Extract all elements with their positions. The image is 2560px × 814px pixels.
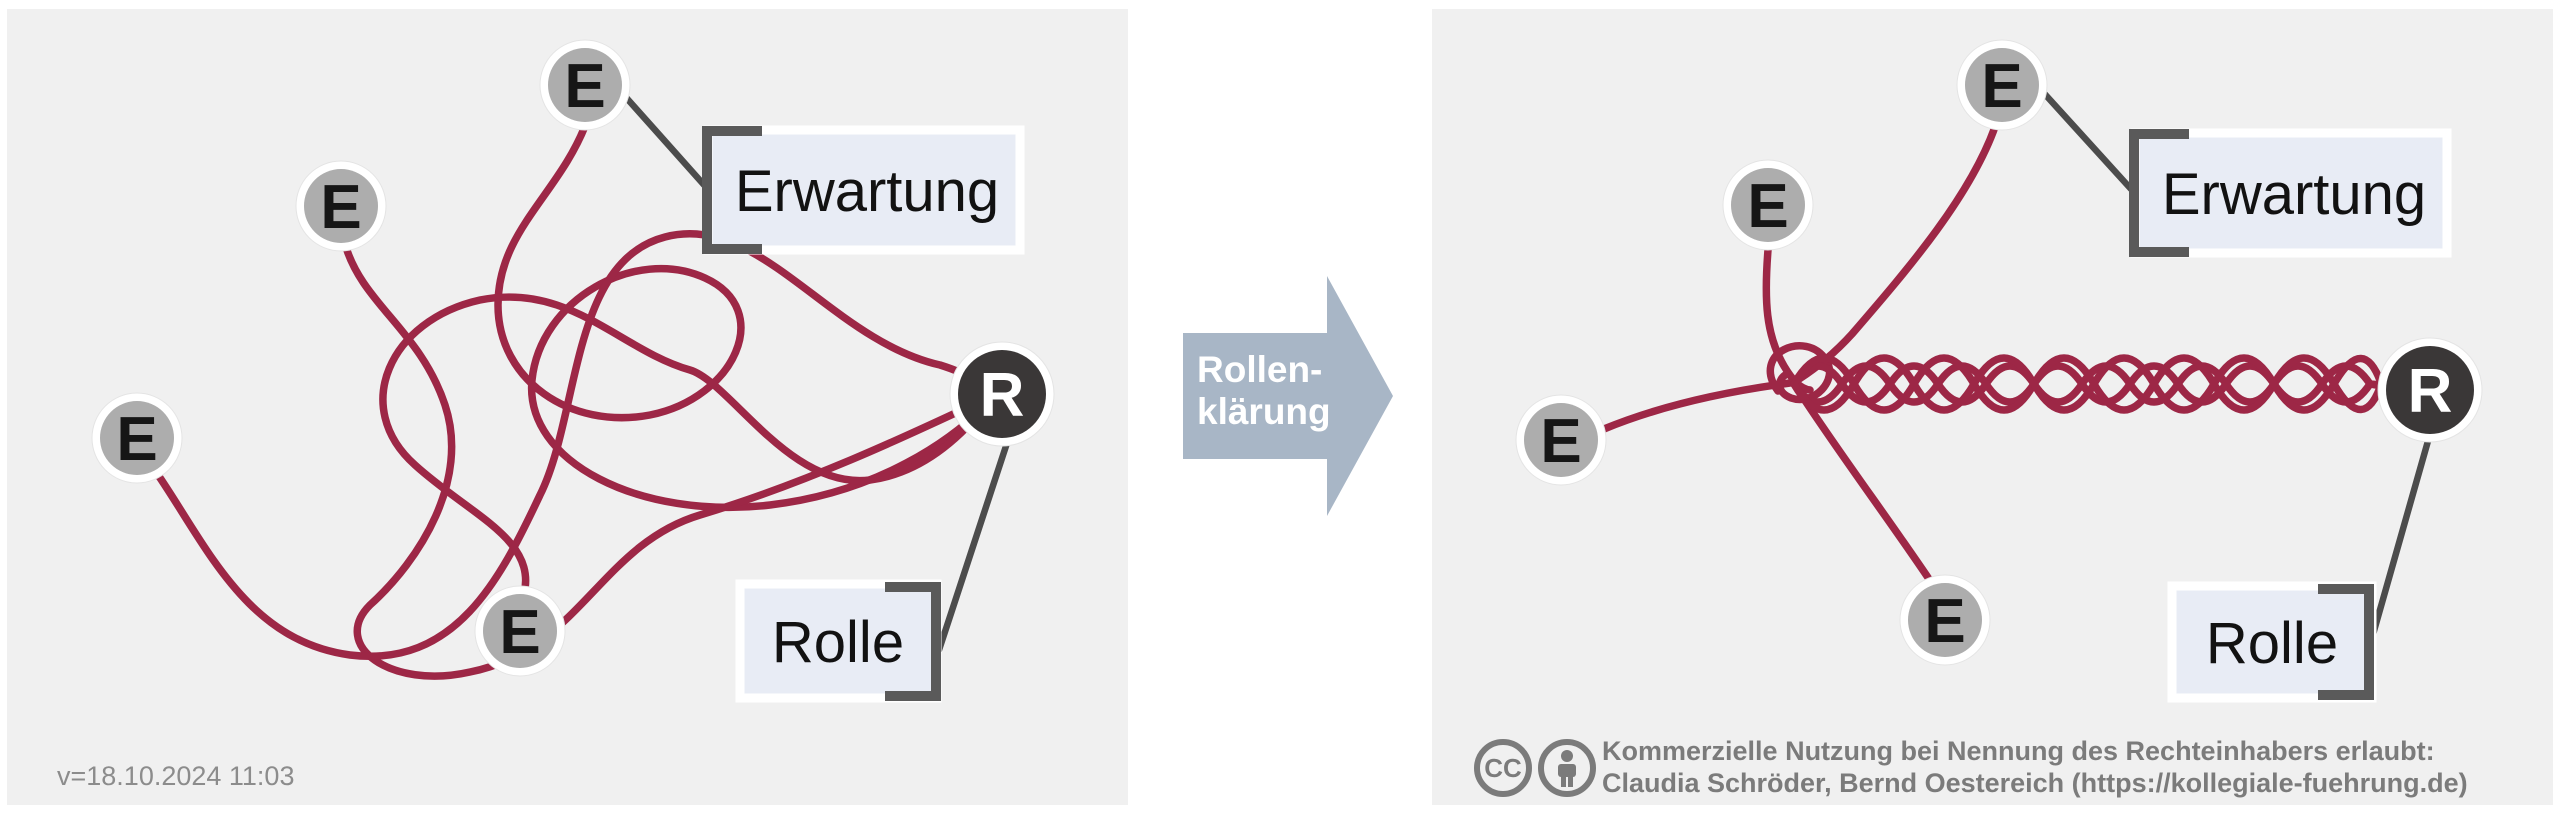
expectation-line — [341, 240, 983, 680]
clarified-panel: Erwartung Rolle E E E — [1432, 9, 2553, 805]
expectation-node: E — [1956, 39, 2048, 131]
cc-circle-icon: CC — [1474, 739, 1532, 797]
node-circle — [2386, 346, 2474, 434]
arrow-label-line1: Rollen- — [1197, 349, 1322, 390]
role-label: Rolle — [2206, 611, 2338, 676]
expectation-node: E — [1899, 574, 1991, 666]
expectation-label-bracket — [2129, 129, 2189, 257]
expectation-label-box — [2130, 128, 2452, 258]
callout-connector — [2038, 87, 2135, 193]
transition-arrow-svg: Rollen- klärung — [1183, 276, 1393, 516]
role-label-bracket — [2318, 584, 2374, 700]
callout-connector — [2364, 437, 2432, 656]
expectation-label: Erwartung — [735, 159, 999, 224]
expectation-line — [379, 293, 988, 598]
expectation-label: Erwartung — [2162, 162, 2426, 227]
node-letter: E — [564, 52, 605, 121]
license-strip: CC Kommerzielle Nutzung bei Nennung des … — [1474, 736, 2468, 798]
arrow-shape — [1183, 276, 1393, 516]
node-circle — [958, 350, 1046, 438]
version-text: v=18.10.2024 11:03 — [57, 761, 294, 791]
node-letter: E — [320, 173, 361, 242]
expectation-node: E — [539, 39, 631, 131]
license-line1: Kommerzielle Nutzung bei Nennung des Rec… — [1602, 736, 2435, 766]
callout-connector — [619, 90, 709, 190]
arrow-label-line2: klärung — [1197, 391, 1331, 432]
role-label: Rolle — [772, 610, 904, 675]
expectation-label-bracket — [702, 126, 762, 254]
expectation-line — [143, 230, 995, 660]
tangled-diagram-svg: Erwartung Rolle E E E — [57, 39, 1055, 791]
expectation-node: E — [91, 392, 183, 484]
node-circle — [1731, 168, 1805, 242]
braid-strand — [1790, 354, 2386, 414]
attribution-person-icon — [1538, 739, 1596, 797]
role-node: R — [2377, 337, 2483, 443]
role-label-box — [735, 579, 942, 703]
node-circle — [1524, 403, 1598, 477]
expectation-node: E — [295, 160, 387, 252]
node-letter: E — [1924, 587, 1965, 656]
node-circle — [1908, 583, 1982, 657]
node-circle — [304, 169, 378, 243]
expectation-line — [1762, 246, 1814, 394]
node-circle — [483, 594, 557, 668]
node-circle — [1965, 48, 2039, 122]
node-circle — [100, 401, 174, 475]
role-label-bracket — [885, 582, 941, 701]
node-letter: R — [2408, 357, 2453, 426]
transition-arrow: Rollen- klärung — [1183, 276, 1393, 516]
expectation-node: E — [1515, 394, 1607, 486]
clarified-diagram-svg: Erwartung Rolle E E E — [1474, 39, 2483, 798]
cc-letters: CC — [1484, 753, 1522, 783]
expectation-node: E — [1722, 159, 1814, 251]
node-letter: E — [499, 598, 540, 667]
role-node: R — [949, 341, 1055, 447]
expectation-label-box — [703, 125, 1025, 255]
expectation-line — [494, 117, 989, 512]
node-letter: E — [116, 405, 157, 474]
expectation-line — [1792, 120, 2000, 385]
expectation-line — [1798, 392, 1935, 586]
license-line2: Claudia Schröder, Bernd Oestereich (http… — [1602, 768, 2468, 798]
expectation-node: E — [474, 585, 566, 677]
knot-loop — [1766, 342, 1834, 404]
node-circle — [548, 48, 622, 122]
node-letter: E — [1981, 52, 2022, 121]
callout-connector — [935, 439, 1011, 654]
expectation-line — [1600, 379, 1794, 433]
node-letter: E — [1540, 407, 1581, 476]
node-letter: E — [1747, 172, 1788, 241]
node-letter: R — [980, 361, 1025, 430]
tangled-panel: Erwartung Rolle E E E — [7, 9, 1128, 805]
